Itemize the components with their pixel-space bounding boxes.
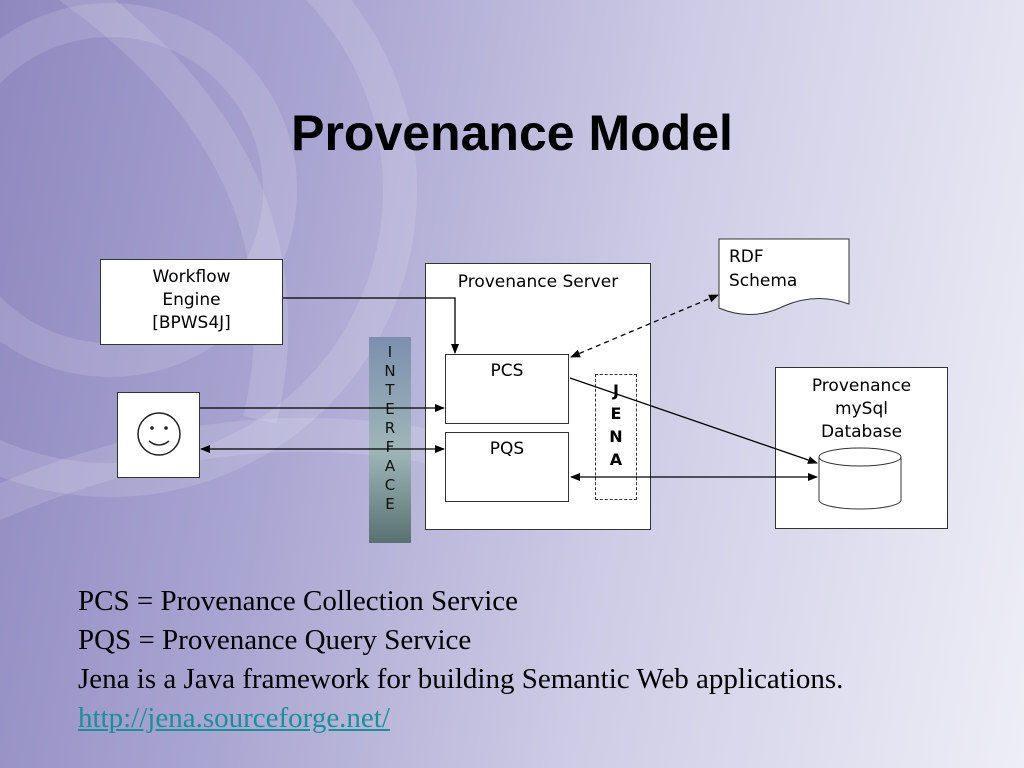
interface-letter: N bbox=[384, 362, 396, 380]
interface-letter: C bbox=[384, 476, 396, 494]
footer-notes: PCS = Provenance Collection Service PQS … bbox=[78, 582, 843, 738]
jena-link[interactable]: http://jena.sourceforge.net/ bbox=[78, 702, 390, 734]
interface-letter: E bbox=[385, 400, 395, 418]
workflow-engine-line-1: Workflow bbox=[152, 267, 231, 287]
pcs-to-database-arrow bbox=[569, 377, 818, 464]
interface-letter: R bbox=[384, 419, 396, 437]
jena-letter: A bbox=[609, 450, 623, 469]
interface-letter: T bbox=[385, 381, 395, 399]
footer-line-jena: Jena is a Java framework for building Se… bbox=[78, 663, 844, 695]
pcs-label: PCS bbox=[490, 361, 524, 381]
rdf-schema-line-2: Schema bbox=[729, 271, 797, 291]
database-line-3: Database bbox=[820, 422, 903, 442]
pqs-box: PQS bbox=[445, 432, 569, 502]
pcs-rdf-dashed-arrow bbox=[570, 294, 719, 358]
workflow-engine-line-2: Engine bbox=[162, 290, 221, 310]
user-box bbox=[117, 392, 200, 478]
pcs-box: PCS bbox=[445, 354, 569, 424]
smiley-face-icon bbox=[137, 412, 181, 456]
slide-title: Provenance Model bbox=[291, 105, 733, 161]
jena-letter: E bbox=[610, 404, 622, 423]
database-cylinder-icon bbox=[818, 447, 902, 510]
database-line-2: mySql bbox=[835, 399, 888, 419]
workflow-to-pcs-arrow bbox=[283, 297, 459, 354]
jena-letter: J bbox=[613, 381, 619, 400]
interface-letter: I bbox=[387, 343, 393, 361]
interface-bar: I N T E R F A C E bbox=[369, 337, 411, 543]
interface-letter: E bbox=[385, 495, 395, 513]
rdf-schema-document: RDF Schema bbox=[718, 238, 850, 316]
interface-letter: A bbox=[384, 457, 396, 475]
workflow-engine-line-3: [BPWS4J] bbox=[152, 313, 231, 333]
database-line-1: Provenance bbox=[811, 376, 912, 396]
footer-line-pcs: PCS = Provenance Collection Service bbox=[78, 585, 518, 617]
provenance-server-label: Provenance Server bbox=[457, 272, 619, 292]
rdf-schema-line-1: RDF bbox=[729, 247, 764, 267]
pqs-label: PQS bbox=[489, 439, 525, 459]
workflow-engine-box: Workflow Engine [BPWS4J] bbox=[100, 259, 283, 345]
jena-letter: N bbox=[609, 427, 623, 446]
footer-line-pqs: PQS = Provenance Query Service bbox=[78, 624, 472, 656]
